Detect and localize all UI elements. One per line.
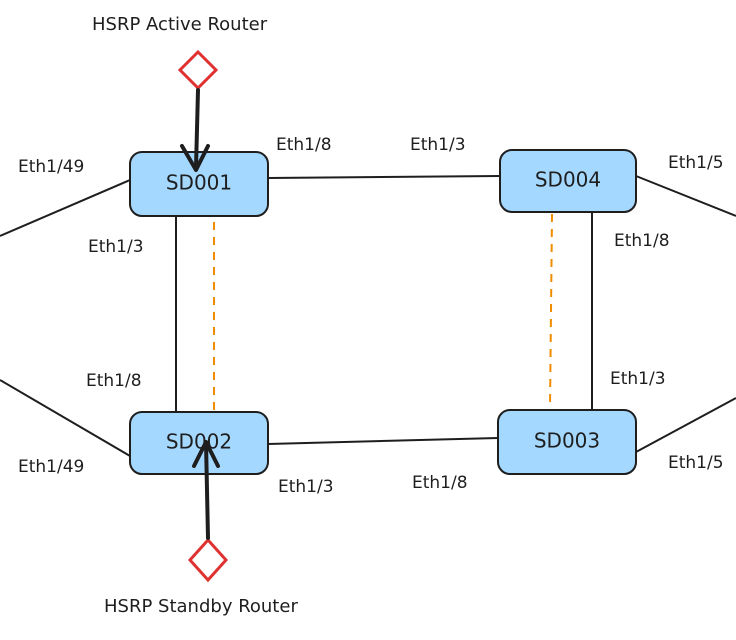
node-sd001[interactable]: SD001 xyxy=(129,151,269,217)
port-label-sd002-left: Eth1/49 xyxy=(18,457,84,477)
port-label-sd003-up: Eth1/3 xyxy=(610,369,666,389)
node-label-sd004: SD004 xyxy=(535,168,601,192)
node-sd003[interactable]: SD003 xyxy=(497,409,637,475)
standby-router-label: HSRP Standby Router xyxy=(104,596,298,617)
node-label-sd002: SD002 xyxy=(166,430,232,454)
port-label-sd001-left: Eth1/49 xyxy=(18,157,84,177)
port-label-sd004-down: Eth1/8 xyxy=(614,231,670,251)
node-sd004[interactable]: SD004 xyxy=(499,149,637,213)
link-sd002-offscreen-left xyxy=(0,379,131,457)
port-label-sd001-right: Eth1/8 xyxy=(276,135,332,155)
node-label-sd001: SD001 xyxy=(166,171,232,195)
port-label-sd002-up: Eth1/8 xyxy=(86,371,142,391)
active-router-marker-icon xyxy=(177,49,219,91)
active-router-arrowhead-icon xyxy=(180,144,210,172)
ha-link-sd004-sd003 xyxy=(549,213,553,409)
active-router-label: HSRP Active Router xyxy=(92,14,268,35)
active-router-arrow xyxy=(194,88,200,170)
port-label-sd004-right: Eth1/5 xyxy=(668,153,724,173)
node-sd002[interactable]: SD002 xyxy=(129,411,269,475)
standby-router-marker-icon xyxy=(187,537,229,583)
port-label-sd004-left: Eth1/3 xyxy=(410,135,466,155)
link-sd001-sd004 xyxy=(267,175,501,179)
port-label-sd002-right: Eth1/3 xyxy=(278,477,334,497)
port-label-sd003-right: Eth1/5 xyxy=(668,453,724,473)
port-label-sd003-left: Eth1/8 xyxy=(412,473,468,493)
link-sd002-sd003 xyxy=(267,437,499,445)
port-label-sd001-down: Eth1/3 xyxy=(88,237,144,257)
link-sd001-offscreen-left xyxy=(0,179,131,237)
standby-router-arrow xyxy=(204,440,210,540)
standby-router-arrowhead-icon xyxy=(192,440,220,468)
node-label-sd003: SD003 xyxy=(534,429,600,453)
link-sd004-offscreen-right xyxy=(635,175,736,217)
link-sd003-offscreen-right xyxy=(635,397,736,453)
